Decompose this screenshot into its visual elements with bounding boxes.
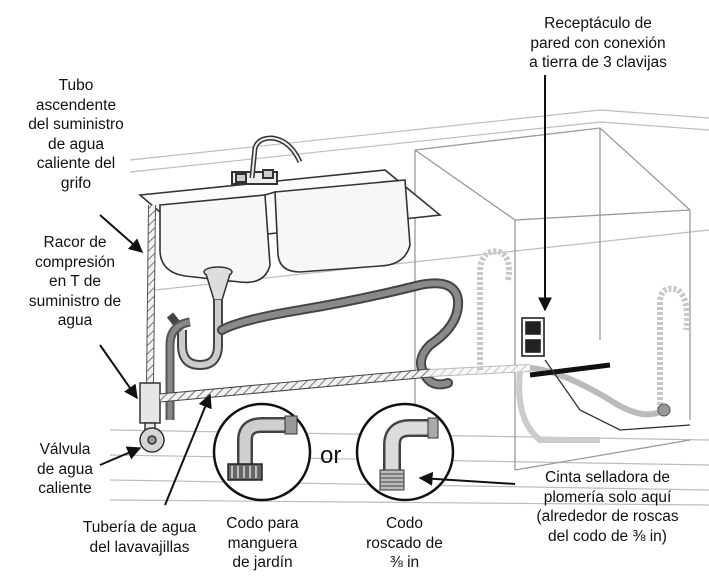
- callout-arrows: [99, 75, 552, 506]
- dishwasher-hoses: [477, 248, 690, 410]
- label-hot-water-riser: Tubo ascendente del suministro de agua c…: [28, 77, 124, 192]
- or-separator: or: [320, 442, 342, 469]
- label-threaded-elbow: Codo roscado de ⅜ in: [366, 515, 443, 571]
- drain-trap-icon: [165, 266, 233, 420]
- label-grounded-receptacle: Receptáculo de pared con conexión a tier…: [529, 15, 667, 71]
- label-plumbing-tape: Cinta selladora de plomería solo aquí (a…: [536, 469, 679, 545]
- hot-water-riser: [146, 204, 156, 386]
- power-cord: [529, 362, 611, 378]
- label-hot-water-valve: Válvula de agua caliente: [36, 441, 94, 497]
- sink-icon: [138, 169, 442, 284]
- garden-hose-elbow-icon: [212, 402, 312, 502]
- faucet-icon: [231, 135, 303, 185]
- electrical-outlet-icon: [521, 317, 545, 357]
- label-garden-hose-elbow: Codo para manguera de jardín: [226, 515, 299, 571]
- label-compression-tee: Racor de compresión en T de suministro d…: [28, 234, 122, 329]
- shutoff-valve-icon: [139, 382, 165, 453]
- threaded-elbow-icon: [355, 402, 455, 502]
- hose-fitting: [657, 403, 671, 417]
- label-dishwasher-water-line: Tubería de agua del lavavajillas: [82, 519, 197, 556]
